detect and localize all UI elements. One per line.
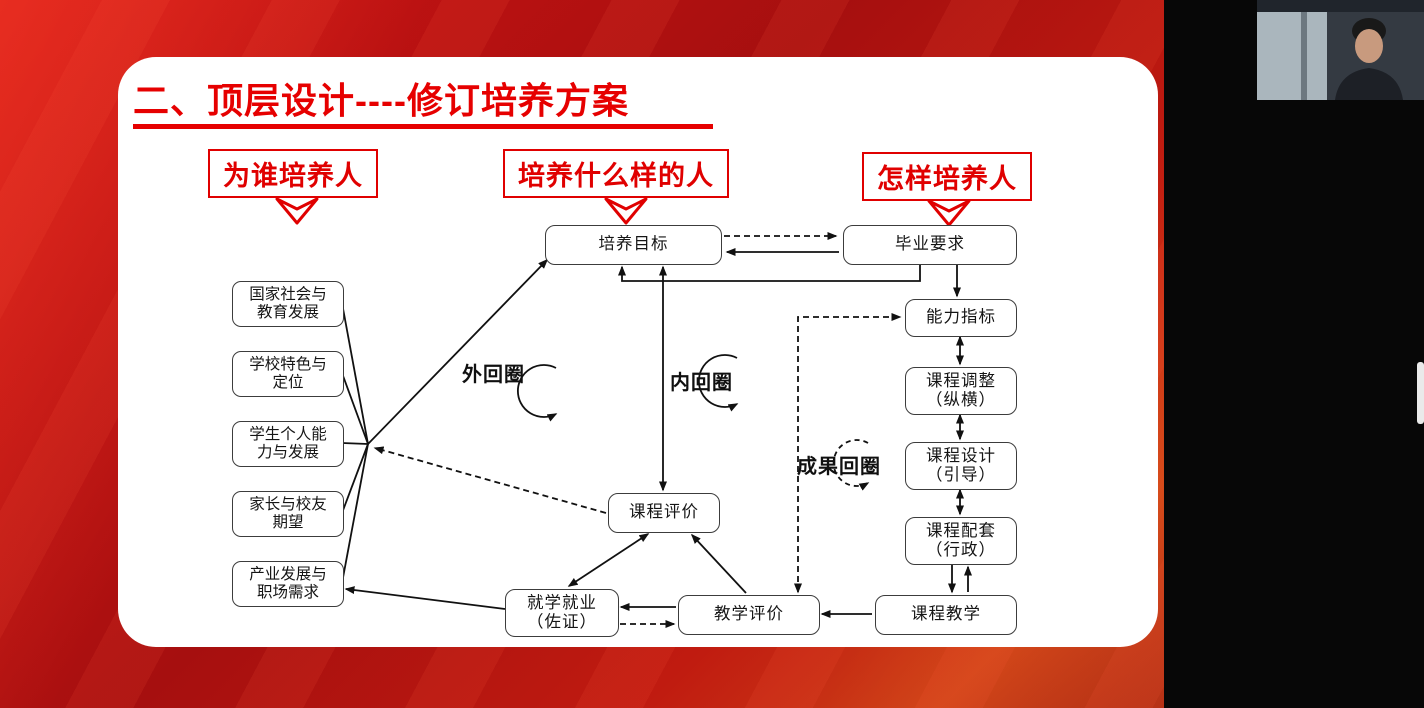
participant-video bbox=[1257, 0, 1424, 100]
inner-loop-label: 内回圈 bbox=[670, 372, 733, 394]
node-teaching-evaluation: 教学评价 bbox=[678, 595, 820, 635]
question-label-who-for: 为谁培养人 bbox=[208, 149, 378, 198]
stakeholder-parents-alumni: 家长与校友 期望 bbox=[232, 491, 344, 537]
node-course-design: 课程设计 （引导） bbox=[905, 442, 1017, 490]
stakeholder-fan-line bbox=[341, 443, 369, 514]
window-mullion bbox=[1301, 0, 1307, 100]
ceiling-band bbox=[1257, 0, 1424, 12]
node-graduation-requirements: 毕业要求 bbox=[843, 225, 1017, 265]
arrow-stakeholders-to-objectives bbox=[367, 258, 549, 445]
participant-shoulders bbox=[1335, 68, 1403, 100]
scrollbar-thumb[interactable] bbox=[1417, 362, 1424, 424]
question-label-what-kind: 培养什么样的人 bbox=[503, 149, 729, 198]
node-course-support: 课程配套 （行政） bbox=[905, 517, 1017, 565]
question-label-how: 怎样培养人 bbox=[862, 152, 1032, 201]
arrow-outcome-loop-dashed bbox=[794, 313, 902, 594]
arrow-requirements-elbow-to-objectives bbox=[618, 264, 921, 282]
node-course-adjustment: 课程调整 （纵横） bbox=[905, 367, 1017, 415]
arrow-course-eval-to-stakeholders-dashed bbox=[373, 446, 607, 514]
stakeholder-student-ability: 学生个人能 力与发展 bbox=[232, 421, 344, 467]
arrow-teach-eval-to-course-eval bbox=[690, 533, 747, 594]
stakeholder-fan-line bbox=[341, 372, 369, 445]
down-arrow-icon bbox=[275, 197, 319, 225]
arrow-employment-to-industry bbox=[344, 586, 506, 610]
down-arrow-icon bbox=[604, 197, 648, 225]
title-underline bbox=[133, 124, 713, 129]
stakeholder-national-society: 国家社会与 教育发展 bbox=[232, 281, 344, 327]
stakeholder-fan-line bbox=[341, 443, 369, 584]
outer-loop-circle-icon bbox=[516, 364, 558, 422]
node-study-employment: 就学就业 （佐证） bbox=[505, 589, 619, 637]
node-ability-indicators: 能力指标 bbox=[905, 299, 1017, 337]
stakeholder-industry-demand: 产业发展与 职场需求 bbox=[232, 561, 344, 607]
stakeholder-fan-line bbox=[341, 442, 369, 445]
outcome-loop-label: 成果回圈 bbox=[797, 456, 881, 478]
node-course-evaluation: 课程评价 bbox=[608, 493, 720, 533]
arrow-course-eval-employment bbox=[567, 533, 650, 587]
inner-loop-circle-icon bbox=[697, 354, 739, 412]
stakeholder-school-identity: 学校特色与 定位 bbox=[232, 351, 344, 397]
node-course-teaching: 课程教学 bbox=[875, 595, 1017, 635]
slide-title: 二、顶层设计----修订培养方案 bbox=[133, 80, 629, 121]
outer-loop-label: 外回圈 bbox=[462, 364, 525, 386]
outcome-loop-circle-icon bbox=[832, 439, 870, 491]
stakeholder-fan-line bbox=[341, 302, 369, 445]
window-light bbox=[1257, 0, 1327, 100]
webcam-panel[interactable] bbox=[1257, 0, 1424, 100]
node-training-objectives: 培养目标 bbox=[545, 225, 722, 265]
down-arrow-icon bbox=[927, 199, 971, 227]
participant-face bbox=[1355, 29, 1383, 63]
